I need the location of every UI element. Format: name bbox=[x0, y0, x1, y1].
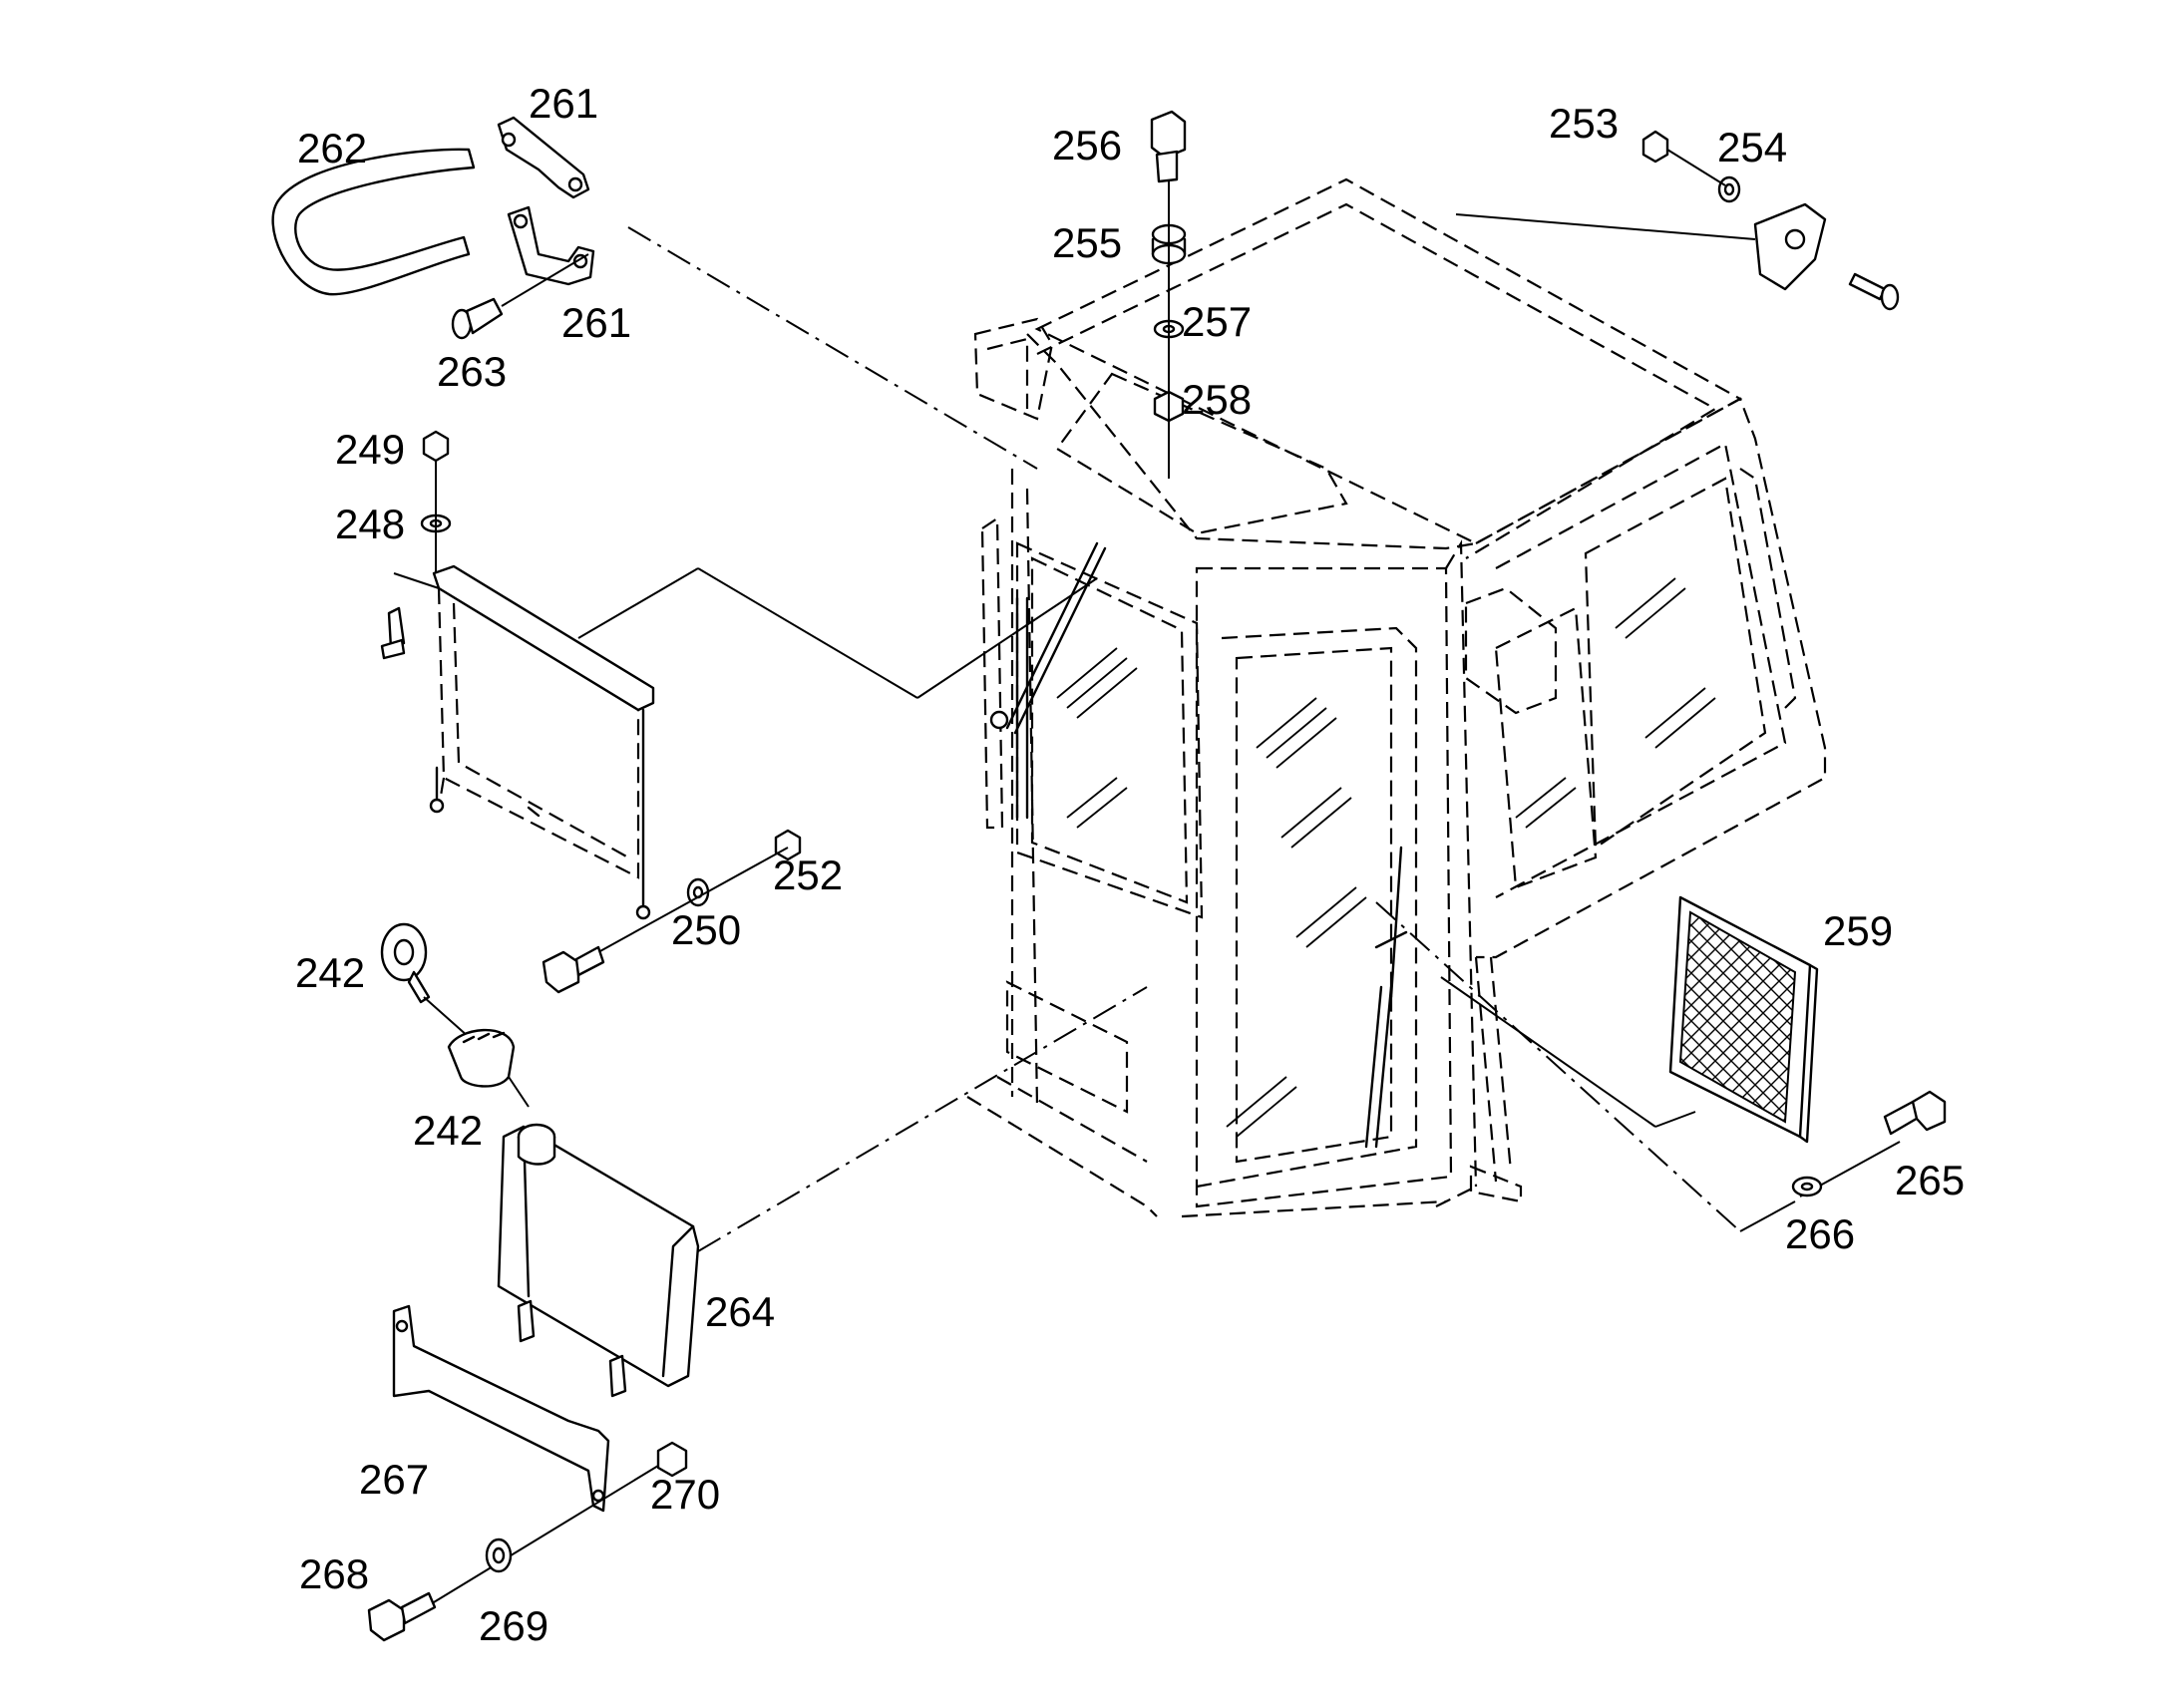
part-242-key bbox=[380, 922, 431, 1004]
label-263: 263 bbox=[437, 348, 507, 395]
label-258: 258 bbox=[1182, 376, 1252, 423]
label-253: 253 bbox=[1549, 100, 1619, 147]
part-266-washer bbox=[1791, 1176, 1823, 1197]
part-253-nut bbox=[1641, 130, 1669, 164]
part-262-strap bbox=[271, 148, 476, 296]
visor-panel bbox=[429, 564, 655, 920]
label-268: 268 bbox=[299, 1550, 369, 1597]
label-255: 255 bbox=[1052, 219, 1122, 266]
part-242-cap bbox=[447, 1028, 516, 1088]
label-265: 265 bbox=[1895, 1157, 1965, 1203]
part-264-tank bbox=[497, 1123, 700, 1398]
label-242-cap: 242 bbox=[413, 1107, 483, 1154]
label-266: 266 bbox=[1785, 1210, 1855, 1257]
part-261-bracket-upper bbox=[497, 116, 590, 199]
label-262: 262 bbox=[297, 125, 367, 171]
cab-body bbox=[966, 177, 1827, 1218]
part-249-nut bbox=[422, 430, 450, 463]
label-261-lower: 261 bbox=[561, 299, 631, 346]
part-254-washer bbox=[1717, 175, 1741, 203]
part-269-washer bbox=[485, 1537, 513, 1573]
callout-labels: 261 262 261 263 249 248 256 255 257 258 … bbox=[295, 80, 1965, 1649]
label-252: 252 bbox=[773, 852, 843, 898]
label-270: 270 bbox=[650, 1471, 720, 1518]
label-264: 264 bbox=[705, 1288, 775, 1335]
part-263-screw bbox=[451, 253, 589, 340]
label-248: 248 bbox=[335, 501, 405, 547]
label-242-key: 242 bbox=[295, 949, 365, 996]
part-252-nut bbox=[774, 829, 802, 861]
label-261-upper: 261 bbox=[529, 80, 598, 127]
label-267: 267 bbox=[359, 1456, 429, 1503]
label-250: 250 bbox=[671, 906, 741, 953]
latch-screw bbox=[1848, 272, 1900, 311]
visor-bolt bbox=[542, 945, 605, 994]
label-254: 254 bbox=[1717, 124, 1787, 171]
wiper-assembly bbox=[989, 541, 1408, 1149]
label-259: 259 bbox=[1823, 907, 1893, 954]
visor-screw bbox=[380, 606, 406, 660]
label-269: 269 bbox=[479, 1602, 548, 1649]
part-259-filter bbox=[1668, 895, 1819, 1144]
part-261-bracket-lower bbox=[507, 205, 595, 286]
part-256-bolt bbox=[1150, 110, 1187, 183]
part-270-nut bbox=[656, 1441, 688, 1478]
part-267-bracket bbox=[392, 1304, 610, 1513]
latch-plate bbox=[1753, 202, 1827, 291]
part-265-bolt bbox=[1883, 1090, 1947, 1136]
glass-hatching bbox=[1056, 577, 1716, 1138]
label-257: 257 bbox=[1182, 298, 1252, 345]
label-256: 256 bbox=[1052, 122, 1122, 169]
label-249: 249 bbox=[335, 426, 405, 473]
part-268-bolt bbox=[367, 1591, 437, 1642]
